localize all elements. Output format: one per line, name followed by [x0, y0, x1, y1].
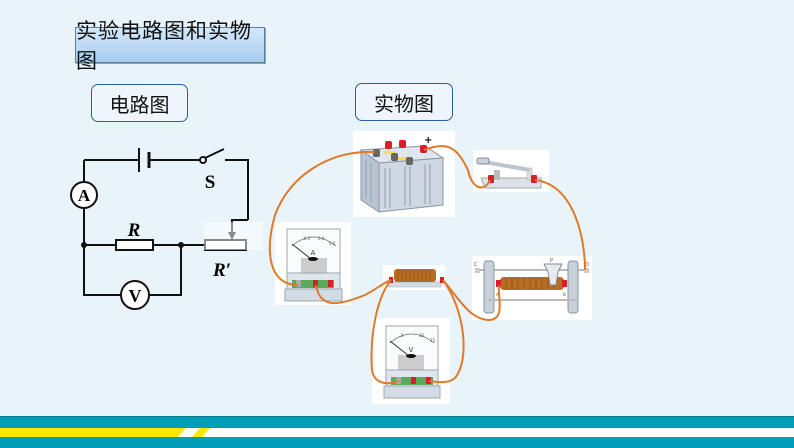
- svg-text:D: D: [585, 262, 589, 268]
- wire-resistor-to-rheostat: [442, 279, 501, 322]
- junction-left: [81, 242, 87, 248]
- svg-text:P: P: [550, 258, 553, 264]
- ammeter-device: A 0.2 0.4 0.6: [275, 222, 351, 305]
- voltmeter-letter: V: [129, 286, 142, 306]
- wire-switch-to-rheostat: [534, 179, 586, 271]
- junction-right: [178, 242, 184, 248]
- svg-text:V: V: [409, 346, 414, 354]
- rheostat-label: R′: [212, 260, 231, 281]
- battery-pack: − +: [353, 131, 455, 217]
- wire-ammeter-to-resistor: [315, 279, 392, 305]
- svg-text:0.6: 0.6: [329, 241, 336, 246]
- ammeter-letter: A: [78, 186, 91, 205]
- ammeter-symbol: [70, 181, 98, 209]
- voltmeter-symbol: [120, 280, 150, 310]
- wire-resistor-to-voltmeter-pos: [428, 279, 465, 384]
- switch-blade: [204, 148, 225, 159]
- svg-text:+: +: [424, 135, 432, 146]
- voltmeter-device: V 5 10 15: [372, 318, 450, 404]
- resistor-label: R: [127, 220, 141, 241]
- switch-pivot: [199, 156, 207, 164]
- footer-white-stripe: [0, 428, 794, 437]
- svg-text:A: A: [311, 249, 316, 257]
- svg-text:C: C: [474, 262, 478, 268]
- wire-battery-neg-to-ammeter: [268, 150, 376, 286]
- rheostat-device: C P D A B: [472, 256, 592, 320]
- wire-resistor-to-voltmeter-neg: [370, 279, 399, 385]
- svg-text:5: 5: [401, 333, 404, 338]
- svg-text:15: 15: [430, 338, 436, 343]
- fixed-resistor-device: [383, 265, 445, 290]
- wire-battery-pos-to-switch: [423, 145, 491, 189]
- circuit-diagram-label: 电路图: [91, 84, 188, 122]
- switch-label: S: [205, 172, 216, 193]
- svg-text:10: 10: [419, 333, 425, 338]
- svg-text:B: B: [563, 292, 566, 297]
- connecting-wires: [268, 145, 586, 385]
- svg-text:A: A: [496, 292, 499, 297]
- svg-text:0.2: 0.2: [304, 236, 311, 241]
- svg-text:0.4: 0.4: [318, 236, 325, 241]
- physical-diagram-label: 实物图: [355, 83, 453, 121]
